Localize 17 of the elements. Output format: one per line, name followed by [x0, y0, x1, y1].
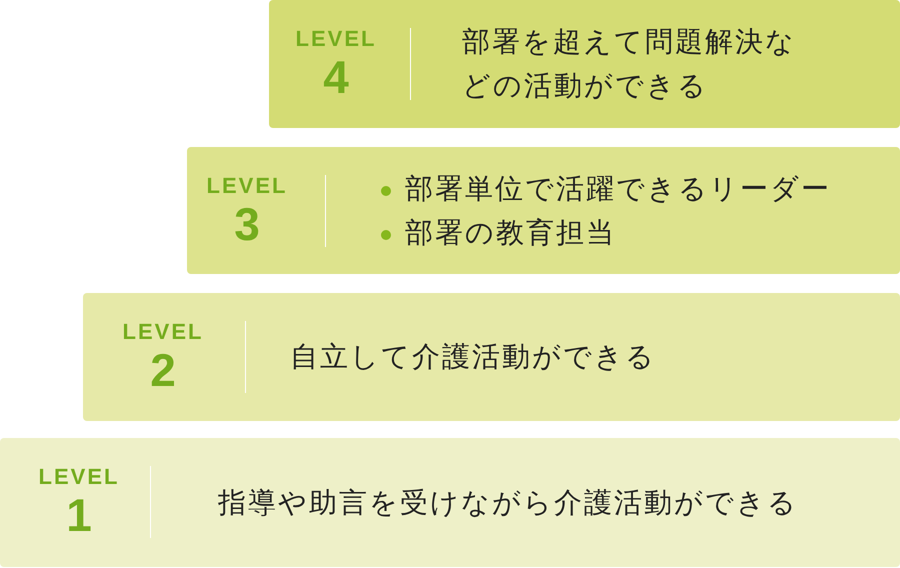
level-number: 1 [65, 490, 93, 540]
level-label: LEVEL [38, 464, 120, 490]
level-label: LEVEL [206, 173, 288, 199]
level-band [0, 438, 900, 567]
level-number: 4 [322, 52, 350, 102]
level-band [269, 0, 900, 128]
list-item: 部署の教育担当 [405, 214, 616, 250]
level-number: 3 [233, 199, 261, 249]
level-band [187, 147, 900, 274]
level-description: 自立して介護活動ができる [290, 339, 656, 375]
level-label: LEVEL [122, 319, 204, 345]
level-description: 指導や助言を受けながら介護活動ができる [218, 484, 798, 520]
level-description: 部署を超えて問題解決などの活動ができる [462, 24, 797, 104]
level-label: LEVEL [294, 26, 378, 52]
level-number: 2 [149, 345, 177, 395]
list-item: 部署単位で活躍できるリーダー [405, 170, 831, 206]
level-band [83, 293, 900, 421]
